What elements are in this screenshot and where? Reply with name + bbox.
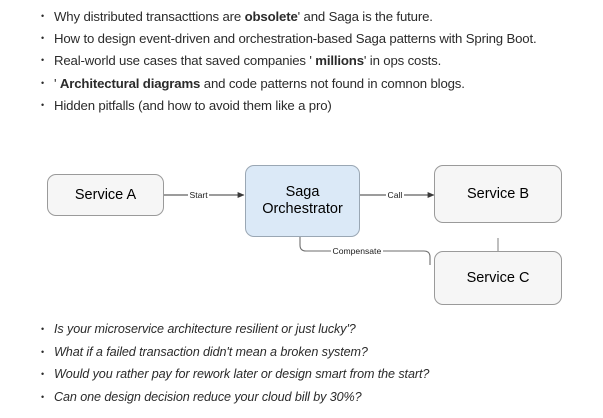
node-service-c-label: Service C — [466, 269, 530, 286]
bullet-text: and code patterns not found in comnon bl… — [200, 75, 465, 91]
question-bullet-item: Is your microservice architecture resili… — [38, 318, 568, 341]
edge-label-call: Call — [386, 190, 404, 200]
benefit-bullet-item: Why distributed transacttions are obsole… — [38, 6, 558, 28]
bullet-text: Why distributed transacttions are — [54, 9, 245, 24]
questions-bullet-list: Is your microservice architecture resili… — [38, 318, 568, 408]
benefit-bullet-item: ' Architectural diagrams and code patter… — [38, 73, 558, 95]
node-service-c[interactable]: Service C — [434, 251, 562, 305]
question-text: Can one design decision reduce your clou… — [54, 389, 362, 404]
question-bullet-item: What if a failed transaction didn't mean… — [38, 341, 568, 364]
bullet-text: Real-world use cases that saved companie… — [54, 53, 316, 69]
node-service-a[interactable]: Service A — [47, 174, 164, 216]
edge-label-start: Start — [188, 190, 210, 200]
bullet-text: Hidden pitfalls (and how to avoid them l… — [54, 97, 332, 113]
benefits-bullet-list: Why distributed transacttions are obsole… — [38, 6, 558, 117]
bullet-text: ' — [54, 75, 60, 91]
benefit-bullet-item: How to design event-driven and orchestra… — [38, 28, 558, 50]
bullet-text: How to design event-driven and orchestra… — [54, 31, 537, 47]
bullet-emphasis: obsolete — [244, 9, 298, 24]
question-text: Would you rather pay for rework later or… — [54, 367, 430, 381]
benefit-bullet-item: Real-world use cases that saved companie… — [38, 50, 558, 72]
question-text: Is your microservice architecture resili… — [54, 322, 356, 336]
node-saga-orchestrator-label: Saga Orchestrator — [262, 184, 343, 217]
bullet-emphasis: millions — [315, 53, 364, 69]
benefit-bullet-item: Hidden pitfalls (and how to avoid them l… — [38, 95, 558, 117]
bullet-emphasis: Architectural diagrams — [59, 75, 201, 91]
node-service-b-label: Service B — [466, 185, 530, 202]
bullet-text: ' and Saga is the future. — [297, 9, 433, 24]
question-bullet-item: Would you rather pay for rework later or… — [38, 363, 568, 386]
edge-label-compensate: Compensate — [331, 246, 383, 256]
bullet-text: ' in ops costs. — [363, 53, 442, 69]
node-saga-orchestrator[interactable]: Saga Orchestrator — [245, 165, 360, 237]
node-service-a-label: Service A — [74, 186, 137, 203]
saga-architecture-diagram: Service A Saga Orchestrator Service B Se… — [0, 150, 603, 310]
question-bullet-item: Can one design decision reduce your clou… — [38, 386, 568, 409]
node-service-b[interactable]: Service B — [434, 165, 562, 223]
question-text: What if a failed transaction didn't mean… — [54, 344, 368, 359]
